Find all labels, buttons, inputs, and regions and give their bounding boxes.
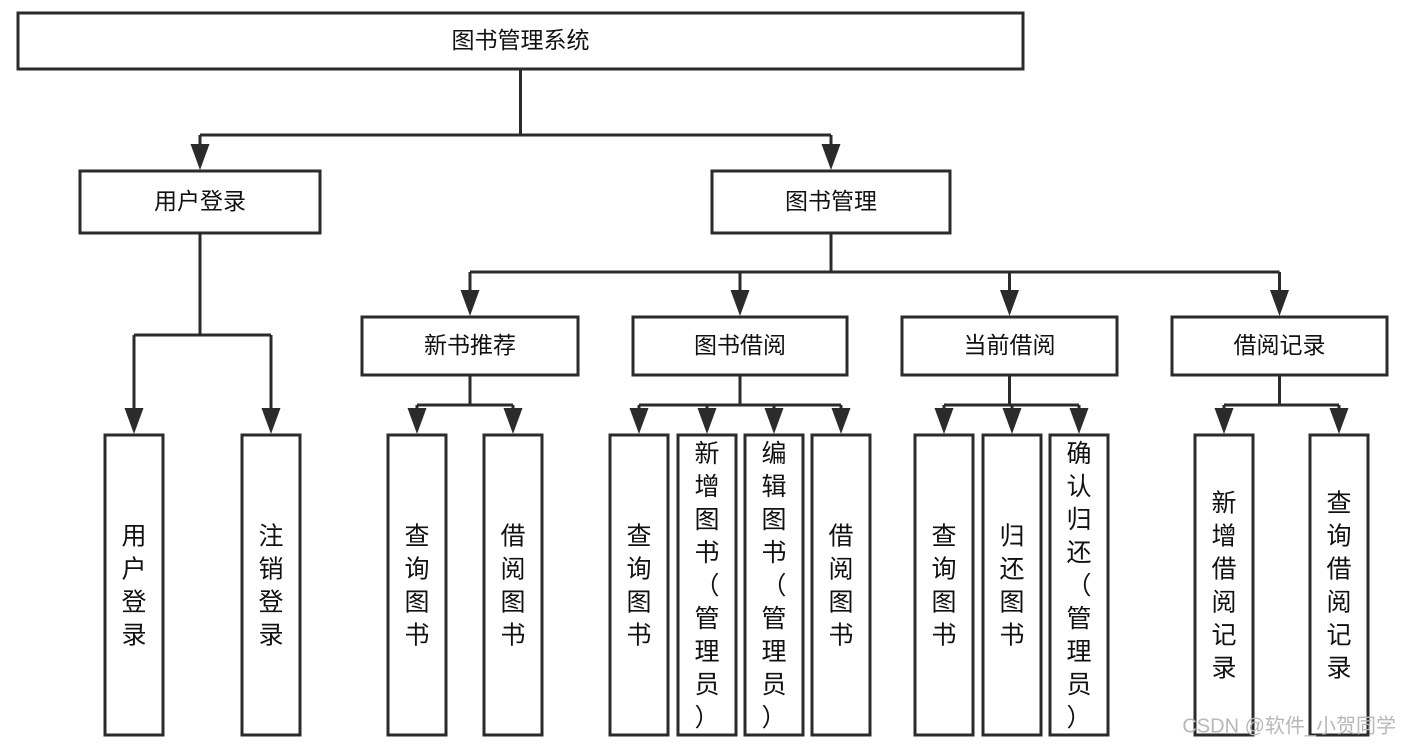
node-label: 当前借阅 [964, 332, 1056, 358]
node-leaf-edit-book[interactable]: 编辑图书（管理员） [743, 433, 805, 737]
node-box[interactable] [16, 11, 1025, 71]
node-layer: 图书管理系统用户登录图书管理新书推荐图书借阅当前借阅借阅记录用户登录注销登录查询… [16, 11, 1389, 737]
node-label: 查询图书 [404, 523, 429, 650]
csdn-watermark: CSDN @软件_小贺同学 [1182, 714, 1396, 737]
arrow-head-icon [1270, 290, 1289, 316]
edge-group-borrow-record [1214, 375, 1349, 434]
connector-layer [124, 69, 1349, 434]
node-box[interactable] [913, 433, 975, 737]
node-label: 图书管理系统 [452, 27, 590, 53]
node-box[interactable] [1048, 433, 1110, 737]
node-label: 新增图书（管理员） [694, 440, 719, 732]
arrow-head-icon [503, 408, 523, 434]
node-leaf-logout[interactable]: 注销登录 [240, 433, 302, 737]
node-label: 查询图书 [626, 523, 651, 650]
node-leaf-borrow-book-2[interactable]: 借阅图书 [810, 433, 872, 737]
arrow-head-icon [730, 290, 750, 316]
node-box[interactable] [482, 433, 544, 737]
edge-group-book-manage [460, 233, 1289, 316]
node-label: 编辑图书（管理员） [761, 440, 786, 732]
node-label: 用户登录 [121, 523, 146, 650]
arrow-head-icon [460, 290, 480, 316]
node-label: 新书推荐 [424, 332, 516, 358]
node-box[interactable] [78, 169, 322, 235]
node-label: 借阅图书 [828, 523, 853, 650]
node-label: 确认归还（管理员） [1066, 440, 1091, 732]
node-box[interactable] [1170, 315, 1389, 377]
node-box[interactable] [810, 433, 872, 737]
arrow-head-icon [1069, 408, 1089, 434]
node-box[interactable] [710, 169, 952, 235]
arrow-head-icon [1000, 290, 1019, 316]
node-user-login[interactable]: 用户登录 [78, 169, 322, 235]
arrow-head-icon [764, 408, 784, 434]
node-box[interactable] [676, 433, 738, 737]
node-box[interactable] [631, 315, 849, 377]
node-label: 注销登录 [258, 523, 283, 650]
node-box[interactable] [608, 433, 670, 737]
node-leaf-add-book[interactable]: 新增图书（管理员） [676, 433, 738, 737]
node-label: 借阅图书 [500, 523, 525, 650]
node-label: 图书管理 [785, 188, 877, 214]
node-box[interactable] [900, 315, 1119, 377]
node-box[interactable] [1193, 433, 1255, 737]
arrow-head-icon [124, 408, 144, 434]
node-box[interactable] [981, 433, 1043, 737]
arrow-head-icon [407, 408, 427, 434]
arrow-head-icon [1214, 408, 1234, 434]
node-new-book-rec[interactable]: 新书推荐 [360, 315, 580, 377]
node-label: 图书借阅 [694, 332, 786, 358]
node-label: 查询借阅记录 [1326, 490, 1351, 683]
node-box[interactable] [103, 433, 165, 737]
arrow-head-icon [1329, 408, 1349, 434]
arrow-head-icon [190, 144, 210, 170]
node-book-borrow[interactable]: 图书借阅 [631, 315, 849, 377]
node-label: 用户登录 [154, 188, 246, 214]
edge-group-root [190, 69, 841, 170]
arrow-head-icon [1002, 408, 1022, 434]
node-leaf-user-login[interactable]: 用户登录 [103, 433, 165, 737]
node-leaf-add-record[interactable]: 新增借阅记录 [1193, 433, 1255, 737]
node-book-manage[interactable]: 图书管理 [710, 169, 952, 235]
edge-group-user-login [124, 233, 281, 434]
edge-group-book-borrow [629, 375, 851, 434]
node-leaf-query-record[interactable]: 查询借阅记录 [1308, 433, 1370, 737]
arrow-head-icon [831, 408, 851, 434]
node-leaf-confirm-return[interactable]: 确认归还（管理员） [1048, 433, 1110, 737]
node-leaf-return-book[interactable]: 归还图书 [981, 433, 1043, 737]
arrow-head-icon [261, 408, 281, 434]
node-borrow-record[interactable]: 借阅记录 [1170, 315, 1389, 377]
node-current-borrow[interactable]: 当前借阅 [900, 315, 1119, 377]
arrow-head-icon [697, 408, 717, 434]
arrow-head-icon [934, 408, 954, 434]
node-box[interactable] [1308, 433, 1370, 737]
node-leaf-query-book-3[interactable]: 查询图书 [913, 433, 975, 737]
node-leaf-query-book-1[interactable]: 查询图书 [386, 433, 448, 737]
arrow-head-icon [629, 408, 649, 434]
node-label: 借阅记录 [1234, 332, 1326, 358]
edge-group-current-borrow [934, 375, 1089, 434]
node-root[interactable]: 图书管理系统 [16, 11, 1025, 71]
node-label: 新增借阅记录 [1211, 490, 1236, 683]
node-leaf-query-book-2[interactable]: 查询图书 [608, 433, 670, 737]
node-leaf-borrow-book-1[interactable]: 借阅图书 [482, 433, 544, 737]
node-label: 查询图书 [931, 523, 956, 650]
node-box[interactable] [240, 433, 302, 737]
edge-group-new-book-rec [407, 375, 523, 434]
node-box[interactable] [360, 315, 580, 377]
node-label: 归还图书 [999, 523, 1024, 650]
node-box[interactable] [386, 433, 448, 737]
node-box[interactable] [743, 433, 805, 737]
arrow-head-icon [821, 144, 841, 170]
